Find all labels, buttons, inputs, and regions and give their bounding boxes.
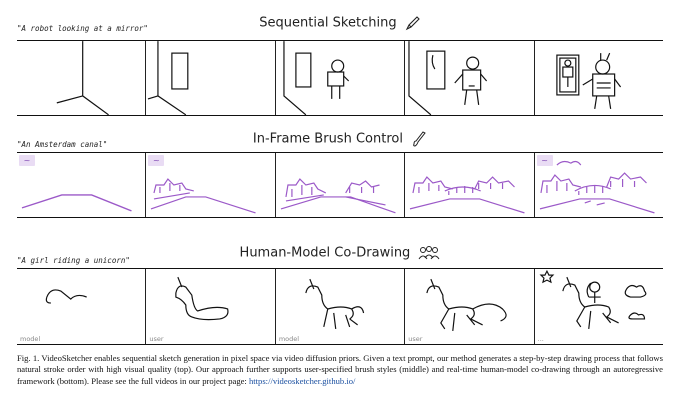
frame-strip: ~ ~ ~	[17, 152, 663, 218]
brush-style-badge[interactable]: ~	[148, 155, 165, 166]
brush-style-badge[interactable]: ~	[536, 155, 553, 166]
frame-2: ~	[146, 153, 276, 217]
section-title: Human-Model Co-Drawing	[17, 245, 663, 261]
brush-icon	[413, 131, 426, 147]
role-label: model	[20, 335, 41, 343]
frame-3	[276, 153, 406, 217]
frame-4	[405, 153, 535, 217]
frame-strip	[17, 40, 663, 116]
caption-text: Fig. 1. VideoSketcher enables sequential…	[17, 353, 663, 386]
section-title: Sequential Sketching	[17, 15, 663, 31]
section-title-text: Human-Model Co-Drawing	[239, 245, 411, 261]
frame-4	[405, 41, 535, 115]
frame-1: ~	[17, 153, 147, 217]
role-label: user	[149, 335, 164, 343]
section-title: In-Frame Brush Control	[17, 131, 663, 147]
role-label: ...	[537, 335, 544, 343]
frame-strip: model user model user ...	[17, 268, 663, 345]
section-title-text: Sequential Sketching	[259, 15, 397, 31]
frame-5: ...	[535, 269, 663, 344]
role-label: model	[278, 335, 300, 343]
frame-2: user	[146, 269, 276, 344]
frame-2	[146, 41, 276, 115]
prompt-robot: "A robot looking at a mirror"	[17, 24, 148, 33]
frame-4: user	[405, 269, 535, 344]
pencil-icon	[405, 16, 420, 31]
section-title-text: In-Frame Brush Control	[252, 131, 403, 147]
frame-1: model	[17, 269, 147, 344]
section-brush-control: "An Amsterdam canal" In-Frame Brush Cont…	[17, 126, 663, 226]
section-sequential-sketching: "A robot looking at a mirror" Sequential…	[17, 10, 663, 116]
people-icon	[419, 246, 440, 260]
frame-3	[276, 41, 406, 115]
prompt-unicorn: "A girl riding a unicorn"	[17, 256, 130, 265]
frame-1	[17, 41, 147, 115]
prompt-canal: "An Amsterdam canal"	[17, 140, 108, 149]
frame-5	[535, 41, 663, 115]
figure-caption: Fig. 1. VideoSketcher enables sequential…	[17, 353, 663, 387]
project-page-link[interactable]: https://videosketcher.github.io/	[248, 375, 356, 386]
role-label: user	[408, 335, 423, 343]
frame-5: ~	[535, 153, 663, 217]
section-co-drawing: "A girl riding a unicorn" Human-Model Co…	[17, 238, 663, 345]
brush-style-badge[interactable]: ~	[19, 155, 35, 166]
frame-3: model	[276, 269, 406, 344]
